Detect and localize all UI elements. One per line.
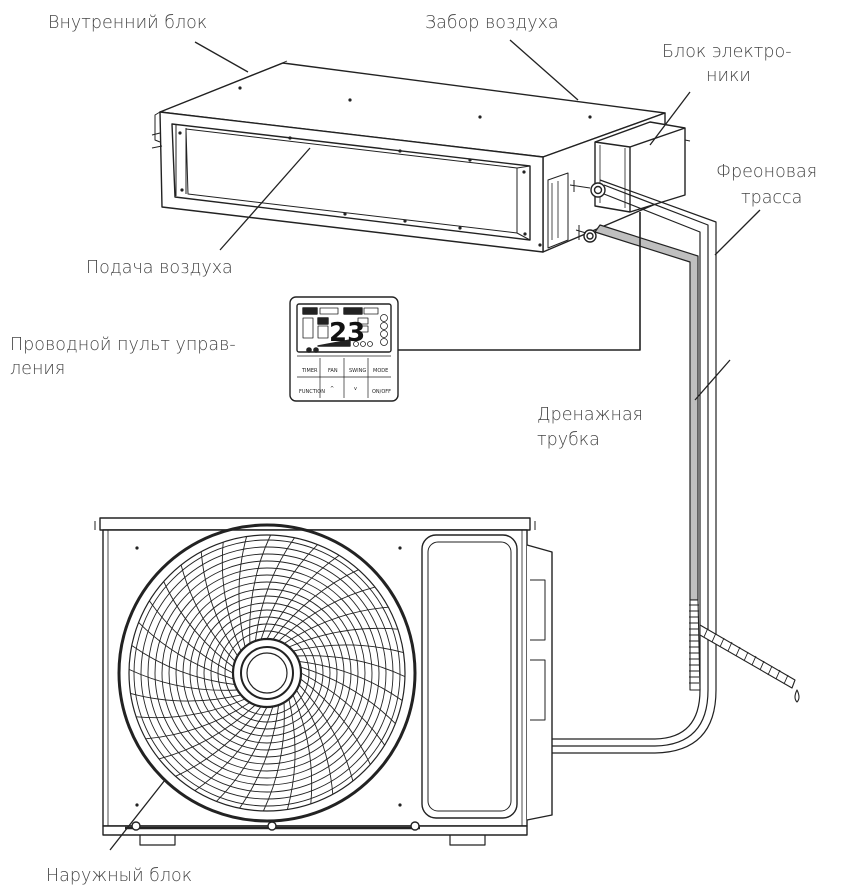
indoor-unit-drawing [151, 60, 691, 253]
label-freon-line-2: трасса [741, 188, 803, 208]
label-freon-line-1: Фреоновая [716, 162, 818, 182]
remote-swing-label: SWING [349, 368, 366, 374]
label-air-supply: Подача воздуха [86, 258, 233, 278]
remote-mode-label: MODE [373, 368, 388, 374]
label-indoor-unit: Внутренний блок [48, 13, 208, 33]
remote-down-label: v [354, 386, 357, 392]
refrigerant-lines [545, 179, 800, 754]
remote-temperature: 23 [329, 318, 365, 348]
leader-lines [109, 39, 761, 851]
remote-timer-label: TIMER [301, 368, 318, 374]
label-electronics-box-2: ники [706, 66, 751, 86]
label-wired-remote-2: ления [10, 359, 66, 379]
label-outdoor-unit: Наружный блок [46, 866, 193, 886]
remote-up-label: ^ [330, 386, 334, 392]
wired-remote-drawing [289, 212, 641, 402]
remote-function-label: FUNCTION [299, 389, 325, 395]
label-air-intake: Забор воздуха [425, 13, 559, 33]
remote-fan-label: FAN [328, 368, 338, 374]
label-drain-pipe-1: Дренажная [537, 405, 644, 425]
label-drain-pipe-2: трубка [537, 430, 600, 450]
remote-onoff-label: ON/OFF [372, 389, 391, 395]
label-electronics-box-1: Блок электро- [662, 42, 792, 62]
outdoor-unit-drawing [94, 517, 553, 846]
label-wired-remote-1: Проводной пульт управ- [10, 335, 236, 355]
